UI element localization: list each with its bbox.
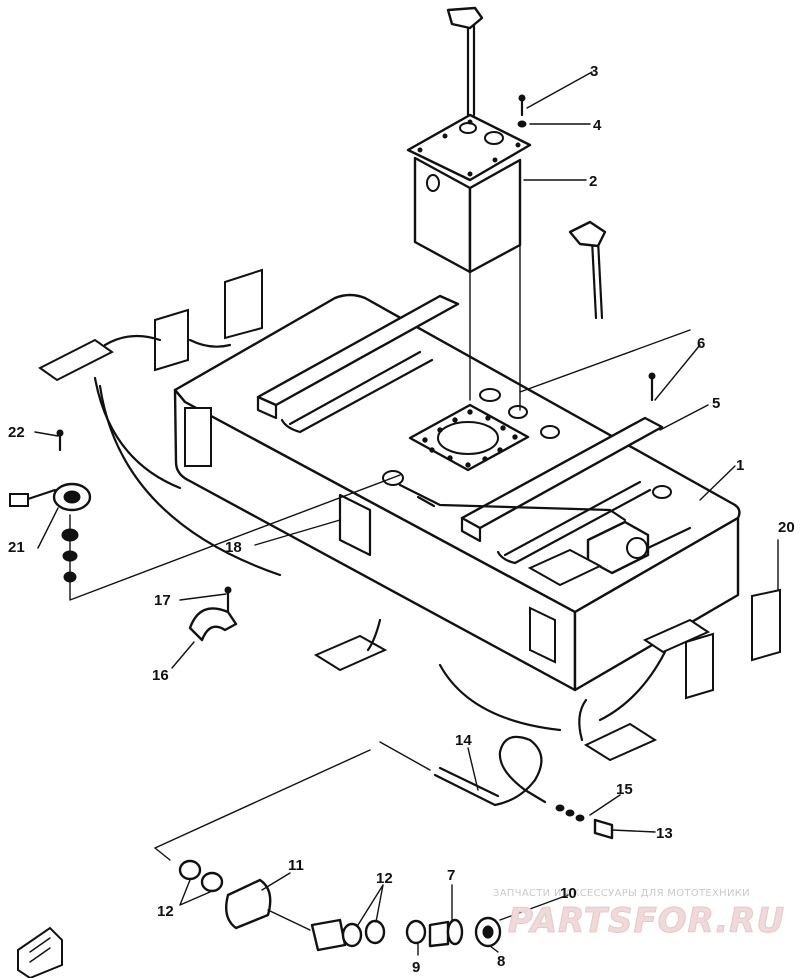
fuel-hose xyxy=(379,735,547,807)
callout-labels: 1 2 3 4 5 6 7 8 9 10 11 12 12 13 14 15 1… xyxy=(8,63,795,976)
callout-2: 2 xyxy=(589,173,597,190)
callout-8: 8 xyxy=(497,953,505,970)
bracket xyxy=(519,329,691,393)
filter-assembly xyxy=(17,749,502,978)
callout-18: 18 xyxy=(225,539,242,556)
watermark-logo: PARTSFOR.RU xyxy=(508,901,785,941)
clamp xyxy=(188,586,238,642)
leader-lines xyxy=(34,71,779,956)
callout-1: 1 xyxy=(736,457,744,474)
fuel-sender-unit xyxy=(406,6,607,411)
callout-15: 15 xyxy=(616,781,633,798)
callout-4: 4 xyxy=(593,117,602,134)
callout-16: 16 xyxy=(152,667,169,684)
fittings xyxy=(555,804,614,840)
callout-12a: 12 xyxy=(157,903,174,920)
callout-7: 7 xyxy=(447,867,455,884)
callout-6: 6 xyxy=(697,335,705,352)
fuel-tank xyxy=(173,293,741,692)
callout-11: 11 xyxy=(288,857,304,874)
callout-13: 13 xyxy=(656,825,673,842)
rubber-pads xyxy=(38,268,781,762)
screws xyxy=(56,94,656,452)
callout-5: 5 xyxy=(712,395,720,412)
callout-14: 14 xyxy=(455,732,472,749)
callout-9: 9 xyxy=(412,959,420,976)
filler-cap-assembly xyxy=(9,474,401,601)
watermark-tagline: ЗАПЧАСТИ И АКСЕССУАРЫ ДЛЯ МОТОТЕХНИКИ xyxy=(493,888,750,899)
assembly-arrows xyxy=(93,334,667,742)
callout-17: 17 xyxy=(154,592,171,609)
callout-22: 22 xyxy=(8,424,25,441)
callout-10: 10 xyxy=(560,885,577,902)
watermark: ЗАПЧАСТИ И АКСЕССУАРЫ ДЛЯ МОТОТЕХНИКИ PA… xyxy=(493,888,785,942)
callout-3: 3 xyxy=(590,63,598,80)
callout-21: 21 xyxy=(8,539,25,556)
callout-20: 20 xyxy=(778,519,795,536)
callout-12b: 12 xyxy=(376,870,393,887)
